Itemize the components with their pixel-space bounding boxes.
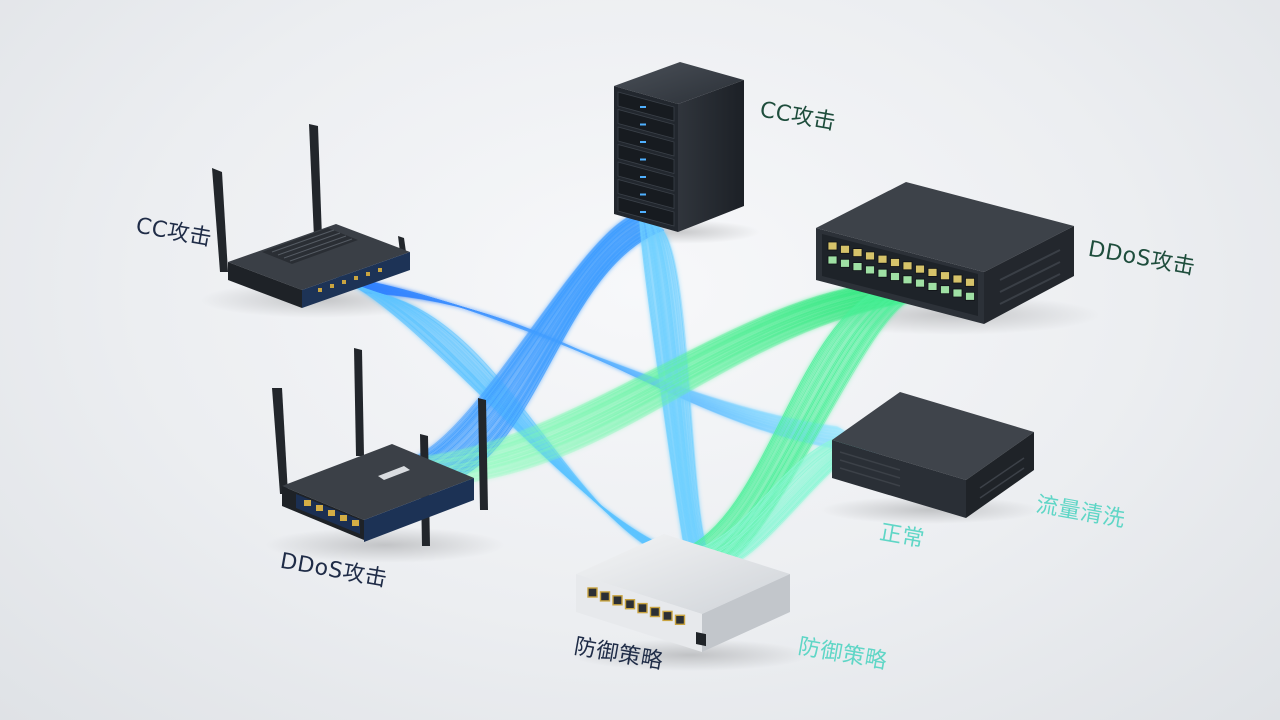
server-icon [614, 62, 744, 232]
router-icon [212, 124, 410, 308]
